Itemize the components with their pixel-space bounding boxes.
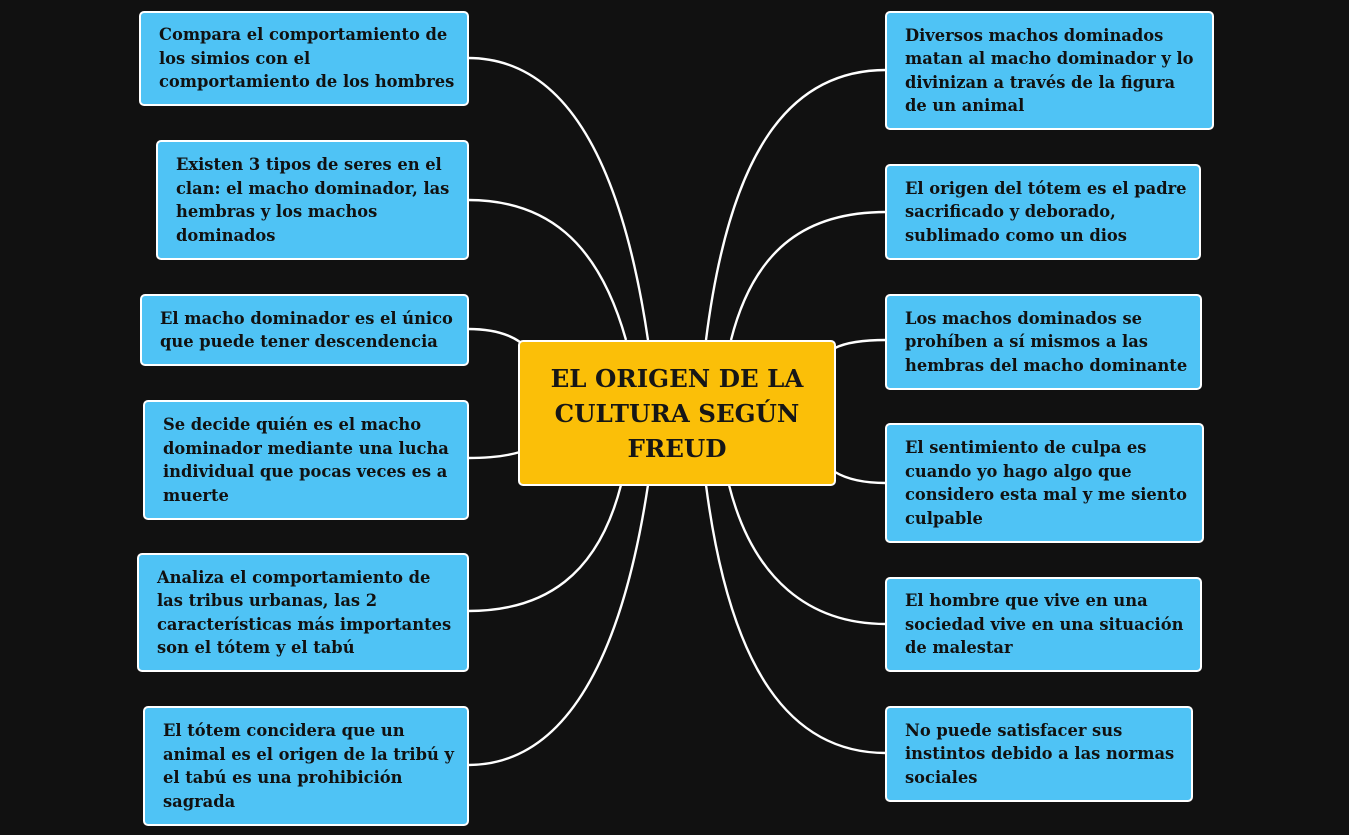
connector-left-6 <box>467 484 650 767</box>
topic-left-2-text: Existen 3 tipos de seres en el clan: el … <box>176 155 450 245</box>
topic-right-4[interactable]: El sentimiento de culpa es cuando yo hag… <box>885 423 1204 543</box>
connector-right-5 <box>727 484 887 626</box>
topic-right-6-text: No puede satisfacer sus instintos debido… <box>905 720 1175 787</box>
topic-right-3[interactable]: Los machos dominados se prohíben a sí mi… <box>885 294 1202 390</box>
topic-right-6[interactable]: No puede satisfacer sus instintos debido… <box>885 706 1193 802</box>
topic-right-4-text: El sentimiento de culpa es cuando yo hag… <box>905 438 1188 528</box>
topic-right-5-text: El hombre que vive en una sociedad vive … <box>905 591 1184 658</box>
central-topic-title: EL ORIGEN DE LA CULTURA SEGÚN FREUD <box>550 363 804 463</box>
topic-right-1[interactable]: Diversos machos dominados matan al macho… <box>885 11 1214 130</box>
topic-left-1[interactable]: Compara el comportamiento de los simios … <box>139 11 469 106</box>
connector-right-3 <box>834 338 887 350</box>
connector-right-4 <box>834 470 887 485</box>
connector-right-1 <box>704 68 887 341</box>
topic-left-1-text: Compara el comportamiento de los simios … <box>159 25 455 92</box>
topic-left-4[interactable]: Se decide quién es el macho dominador me… <box>143 400 469 520</box>
topic-left-6[interactable]: El tótem concidera que un animal es el o… <box>143 706 469 826</box>
connector-right-2 <box>729 210 887 341</box>
connector-left-2 <box>467 198 628 341</box>
topic-right-2[interactable]: El origen del tótem es el padre sacrific… <box>885 164 1201 260</box>
connector-left-4 <box>467 450 521 460</box>
topic-right-1-text: Diversos machos dominados matan al macho… <box>905 25 1194 116</box>
topic-right-5[interactable]: El hombre que vive en una sociedad vive … <box>885 577 1202 672</box>
topic-left-4-text: Se decide quién es el macho dominador me… <box>163 415 449 505</box>
topic-left-5[interactable]: Analiza el comportamiento de las tribus … <box>137 553 469 672</box>
connector-left-3 <box>467 327 521 343</box>
topic-left-3[interactable]: El macho dominador es el único que puede… <box>140 294 469 366</box>
connector-left-1 <box>467 56 650 341</box>
topic-left-2[interactable]: Existen 3 tipos de seres en el clan: el … <box>156 140 469 260</box>
connector-right-6 <box>704 484 887 755</box>
topic-left-3-text: El macho dominador es el único que puede… <box>160 308 453 352</box>
topic-left-5-text: Analiza el comportamiento de las tribus … <box>157 567 452 658</box>
topic-right-3-text: Los machos dominados se prohíben a sí mi… <box>905 308 1188 375</box>
central-topic[interactable]: EL ORIGEN DE LA CULTURA SEGÚN FREUD <box>518 340 836 486</box>
topic-left-6-text: El tótem concidera que un animal es el o… <box>163 721 454 811</box>
topic-right-2-text: El origen del tótem es el padre sacrific… <box>905 178 1187 245</box>
connector-left-5 <box>467 484 623 613</box>
